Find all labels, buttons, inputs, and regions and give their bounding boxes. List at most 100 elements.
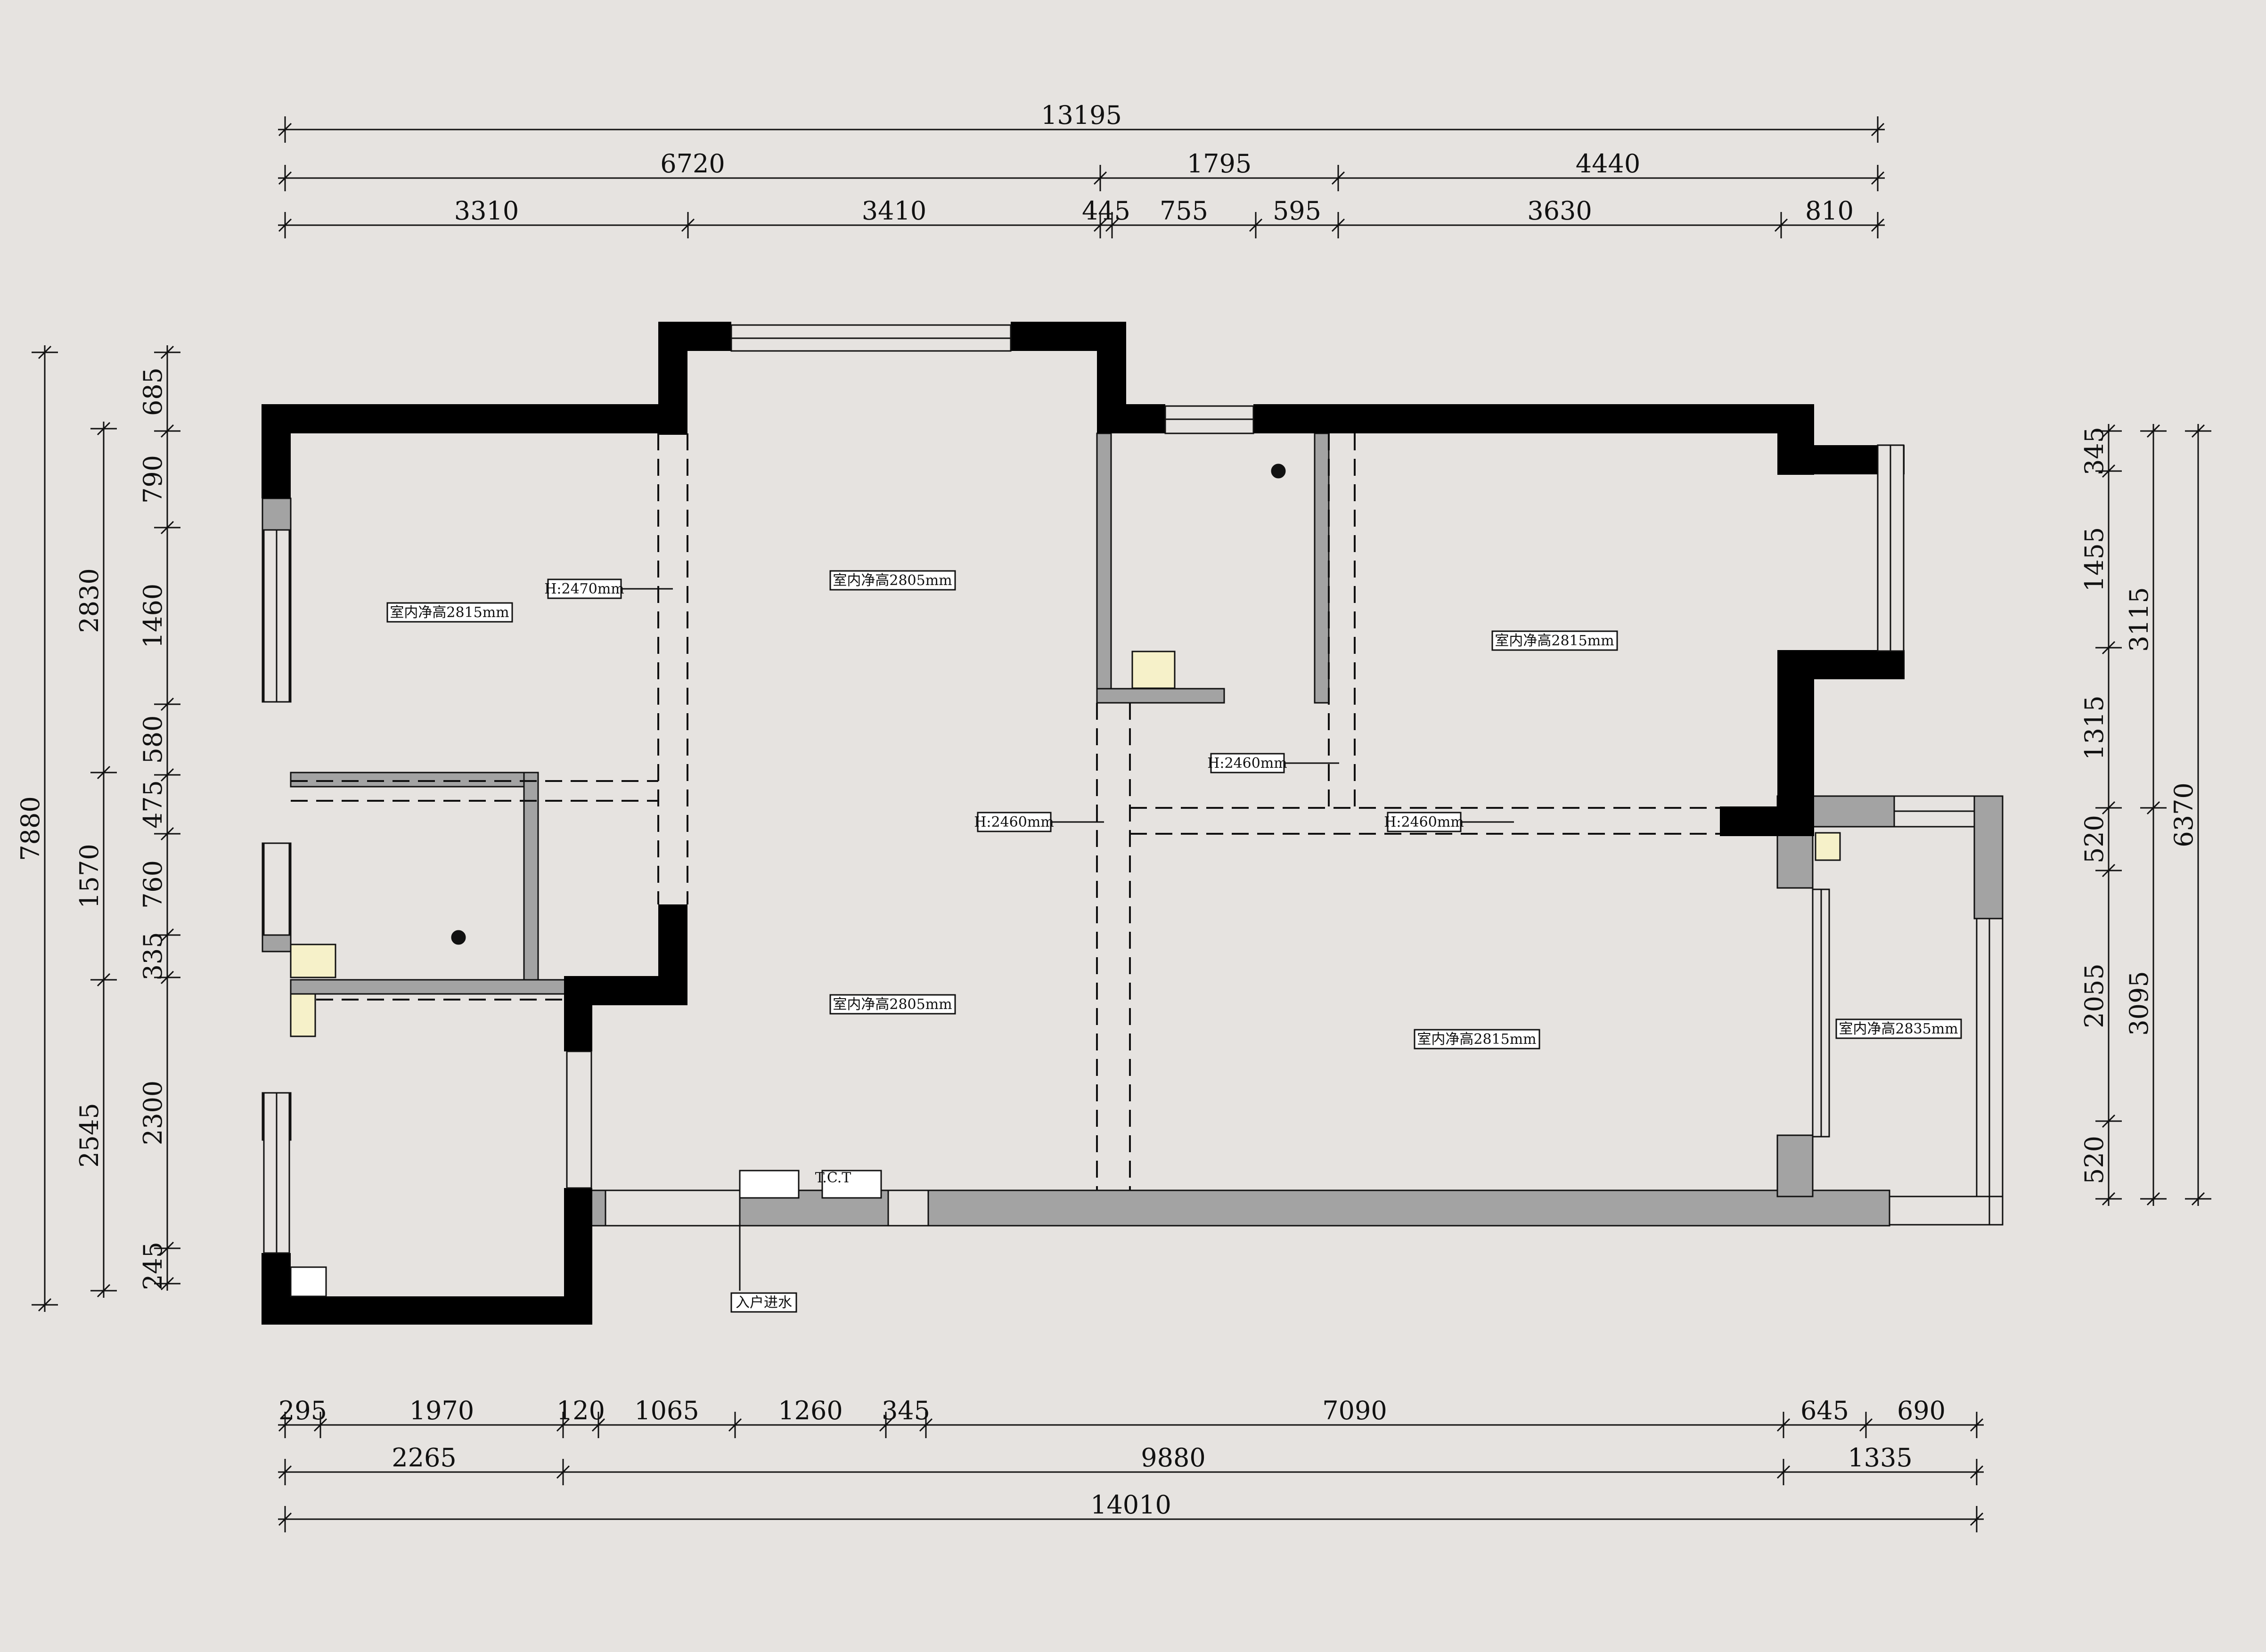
dimension-slash xyxy=(278,1465,292,1479)
dimension-slash xyxy=(1970,1465,1984,1479)
dimension-slash xyxy=(278,122,292,137)
dimension-value: 810 xyxy=(1805,196,1854,226)
dimension-slash xyxy=(556,1465,570,1479)
dimension-value: 1315 xyxy=(2079,695,2109,760)
dimension-slash xyxy=(2102,1114,2116,1128)
fixtures xyxy=(290,464,1841,1297)
dimension-slash xyxy=(1871,171,1885,185)
dimension-value: 2830 xyxy=(74,568,104,633)
dimension-slash xyxy=(591,1418,605,1432)
dimension-value: 520 xyxy=(2079,1136,2109,1184)
room-labels: 室内净高2815mm 室内净高2805mm 室内净高2805mm 室内净高281… xyxy=(386,570,1962,1313)
dimension-slash xyxy=(278,171,292,185)
ceiling-height-label xyxy=(386,570,1962,1050)
room-height-label: 室内净高2815mm xyxy=(390,604,509,621)
water-inlet-label: 入户进水 xyxy=(736,1294,792,1311)
dimension-value: 1335 xyxy=(1848,1443,1912,1473)
dimension-slash xyxy=(2102,641,2116,655)
dimension-slash xyxy=(1331,171,1345,185)
dimension-slash xyxy=(1859,1418,1873,1432)
dimension-slash xyxy=(2191,424,2205,438)
dimension-value: 690 xyxy=(1897,1396,1946,1425)
room-height-label: 室内净高2815mm xyxy=(1495,633,1614,649)
dimension-slash xyxy=(919,1418,933,1432)
dimension-value: 6720 xyxy=(660,149,725,179)
dimension-value: 1570 xyxy=(74,844,104,908)
dimension-slash xyxy=(97,1284,111,1298)
dimension-slash xyxy=(160,928,174,942)
dimension-slash xyxy=(38,345,52,359)
dimension-slash xyxy=(160,827,174,841)
dimension-value: 2265 xyxy=(392,1443,456,1473)
dimension-slash xyxy=(681,218,695,232)
dimension-slash xyxy=(97,765,111,780)
dimension-value: 6370 xyxy=(2169,782,2199,847)
dimension-value: 9880 xyxy=(1141,1443,1205,1473)
walls xyxy=(262,322,2004,1325)
dimension-slash xyxy=(2102,801,2116,815)
dimension-slash xyxy=(160,970,174,985)
beam-height-label: H:2460mm xyxy=(974,814,1054,830)
dimension-value: 2055 xyxy=(2079,963,2109,1028)
dimension-slash xyxy=(160,697,174,711)
dimension-slash xyxy=(556,1418,570,1432)
dimension-value: 3310 xyxy=(454,196,519,226)
dimension-value: 445 xyxy=(1082,196,1130,226)
room-height-label: 室内净高2815mm xyxy=(1417,1031,1536,1048)
dimension-value: 13195 xyxy=(1041,100,1122,130)
dimension-slash xyxy=(1093,171,1107,185)
dimension-slash xyxy=(160,521,174,535)
dimension-slash xyxy=(313,1418,327,1432)
dimension-slash xyxy=(2146,801,2160,815)
dimension-value: 2300 xyxy=(138,1081,168,1145)
dimension-value: 3115 xyxy=(2124,587,2154,651)
dimension-value: 3095 xyxy=(2124,971,2154,1035)
dimension-slash xyxy=(160,1241,174,1255)
dimension-value: 760 xyxy=(138,860,168,909)
dimension-value: 14010 xyxy=(1090,1490,1171,1520)
dimension-slash xyxy=(160,1277,174,1291)
dimension-slash xyxy=(160,345,174,359)
dimension-value: 335 xyxy=(138,932,168,980)
dimension-value: 755 xyxy=(1160,196,1208,226)
dimension-value: 1455 xyxy=(2079,527,2109,592)
dimension-value: 4440 xyxy=(1576,149,1640,179)
dimension-value: 790 xyxy=(138,455,168,504)
dimension-value: 295 xyxy=(278,1396,327,1425)
dimension-slash xyxy=(38,1298,52,1312)
dimension-slash xyxy=(1970,1418,1984,1432)
dimension-value: 645 xyxy=(1800,1396,1849,1425)
dimension-value: 1260 xyxy=(778,1396,843,1425)
dimension-slash xyxy=(2191,1192,2205,1206)
dimension-slash xyxy=(2146,1192,2160,1206)
room-height-label: 室内净高2805mm xyxy=(833,572,952,589)
beam-height-label: H:2460mm xyxy=(1207,755,1287,772)
dimension-slash xyxy=(1774,218,1788,232)
dimension-slash xyxy=(1871,122,1885,137)
dimension-value: 345 xyxy=(882,1396,930,1425)
dimension-value: 1460 xyxy=(138,584,168,648)
dimension-slash xyxy=(97,973,111,987)
small-tag-label: T.C.T xyxy=(815,1170,851,1186)
dimension-value: 7090 xyxy=(1322,1396,1387,1425)
dimension-slash xyxy=(160,768,174,782)
room-height-label: 室内净高2835mm xyxy=(1839,1021,1958,1037)
dimension-slash xyxy=(278,1418,292,1432)
dimension-slash xyxy=(1093,218,1107,232)
dimension-slash xyxy=(1970,1512,1984,1526)
dimension-value: 685 xyxy=(138,367,168,416)
dimension-slash xyxy=(728,1418,742,1432)
dimension-value: 475 xyxy=(138,780,168,829)
beam-height-label: H:2470mm xyxy=(544,581,624,597)
dimension-value: 7880 xyxy=(16,796,45,861)
dimension-slash xyxy=(1776,1418,1791,1432)
dimension-value: 120 xyxy=(556,1396,605,1425)
dimension-slash xyxy=(2102,863,2116,878)
dimension-value: 1065 xyxy=(634,1396,699,1425)
dimension-slash xyxy=(879,1418,893,1432)
room-height-label: 室内净高2805mm xyxy=(833,996,952,1013)
dimension-value: 3630 xyxy=(1527,196,1592,226)
dimension-slash xyxy=(1871,218,1885,232)
dimension-value: 345 xyxy=(2079,427,2109,475)
dimension-value: 1795 xyxy=(1187,149,1252,179)
